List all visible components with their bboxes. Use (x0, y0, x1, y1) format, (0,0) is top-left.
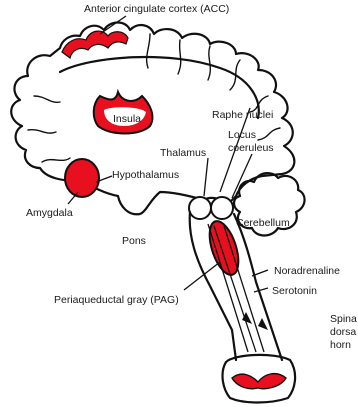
spinal-dorsal-horn (232, 374, 286, 389)
locus-label-line1: Locus (228, 129, 256, 141)
raphe-nuclei-label: Raphe nuclei (212, 109, 273, 121)
noradrenaline-arrowhead (258, 318, 268, 330)
serotonin-pointer (254, 288, 268, 292)
sulcus-7 (34, 96, 60, 102)
locus-pointer (232, 154, 252, 198)
hypothalamus-label: Hypothalamus (112, 169, 179, 181)
acc-pointer (100, 16, 126, 34)
serotonin-label: Serotonin (272, 285, 317, 297)
cerebellum-label: Cerebellum (236, 217, 290, 229)
sulcus-1 (147, 34, 150, 68)
thalamus-left (189, 197, 211, 219)
noradrenaline-label: Noradrenaline (274, 265, 340, 277)
pag-label: Periaqueductal gray (PAG) (54, 294, 179, 306)
thalamus-pointer (204, 158, 208, 196)
pag-pointer (184, 262, 220, 290)
spinal-label-line2: dorsa (330, 326, 356, 338)
spinal-label-line1: Spina (330, 313, 357, 325)
sulcus-8 (28, 130, 56, 133)
sulcus-2 (178, 40, 181, 74)
pons-label: Pons (122, 235, 146, 247)
thalamus-label: Thalamus (160, 147, 206, 159)
locus-label-line2: coeruleus (228, 142, 274, 154)
amygdala-label: Amygdala (26, 207, 73, 219)
spinal-label-line3: horn (330, 339, 351, 351)
acc-label: Anterior cingulate cortex (ACC) (84, 3, 229, 15)
sulcus-6 (258, 128, 280, 140)
sulcus-9 (42, 158, 70, 162)
insula-label: Insula (113, 113, 141, 125)
sulcus-3 (208, 46, 210, 80)
thalamus-right (211, 197, 233, 219)
hypothalamus-amygdala-region (65, 159, 99, 197)
